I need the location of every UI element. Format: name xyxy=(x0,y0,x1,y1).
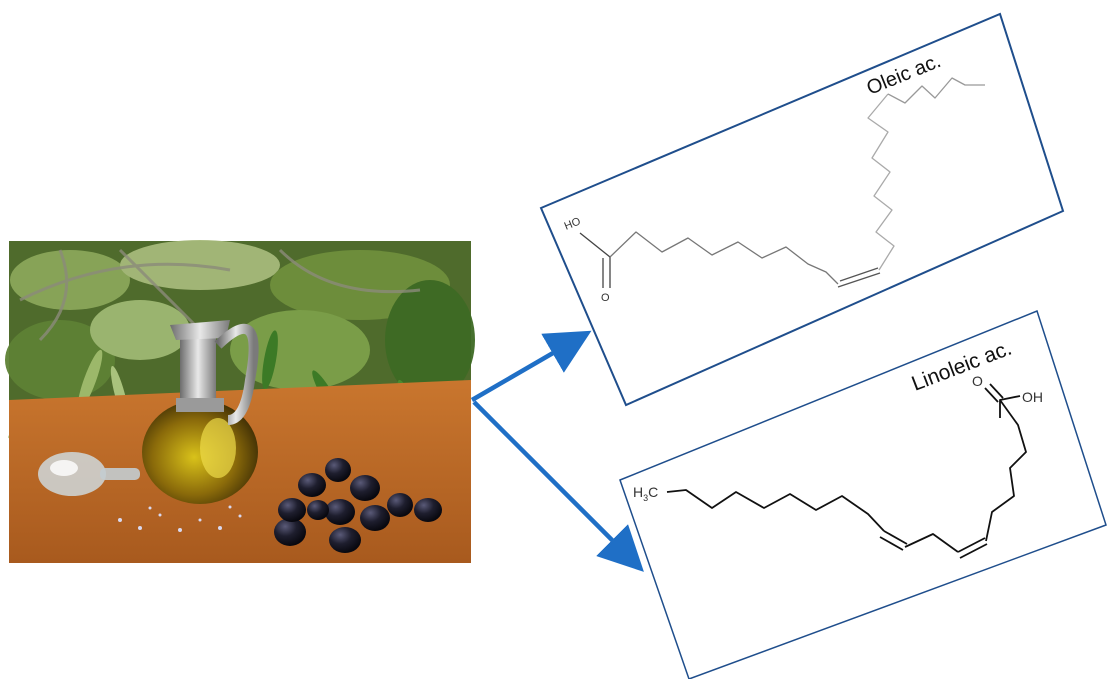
olive-oil-photo xyxy=(5,240,475,563)
glass-stopper xyxy=(38,452,140,496)
oleic-acid-box xyxy=(539,12,1065,407)
linoleic-h3c-c: C xyxy=(648,484,658,500)
arrow-to-linoleic xyxy=(472,400,644,572)
linoleic-o-label: O xyxy=(972,373,983,389)
oleic-ho-label: HO xyxy=(563,215,583,232)
linoleic-h3c-h: H xyxy=(633,484,643,500)
linoleic-acid-panel: Linoleic ac. H3C O OH xyxy=(619,310,1107,679)
linoleic-acid-structure xyxy=(666,383,1027,559)
linoleic-h3c-label: H3C xyxy=(633,484,658,503)
oleic-acid-panel: Oleic ac. HO O xyxy=(539,12,1065,407)
salt-crystals xyxy=(118,505,242,532)
arrow-to-oleic xyxy=(470,330,592,402)
linoleic-acid-box xyxy=(619,310,1107,679)
linoleic-h3c-sub3: 3 xyxy=(643,493,648,503)
oleic-acid-structure xyxy=(579,77,985,288)
olive-oil-jug xyxy=(142,320,259,504)
linoleic-oh-label: OH xyxy=(1022,389,1043,405)
black-olives xyxy=(274,458,442,553)
oleic-o-label: O xyxy=(601,292,610,304)
olive-branches xyxy=(19,248,421,342)
